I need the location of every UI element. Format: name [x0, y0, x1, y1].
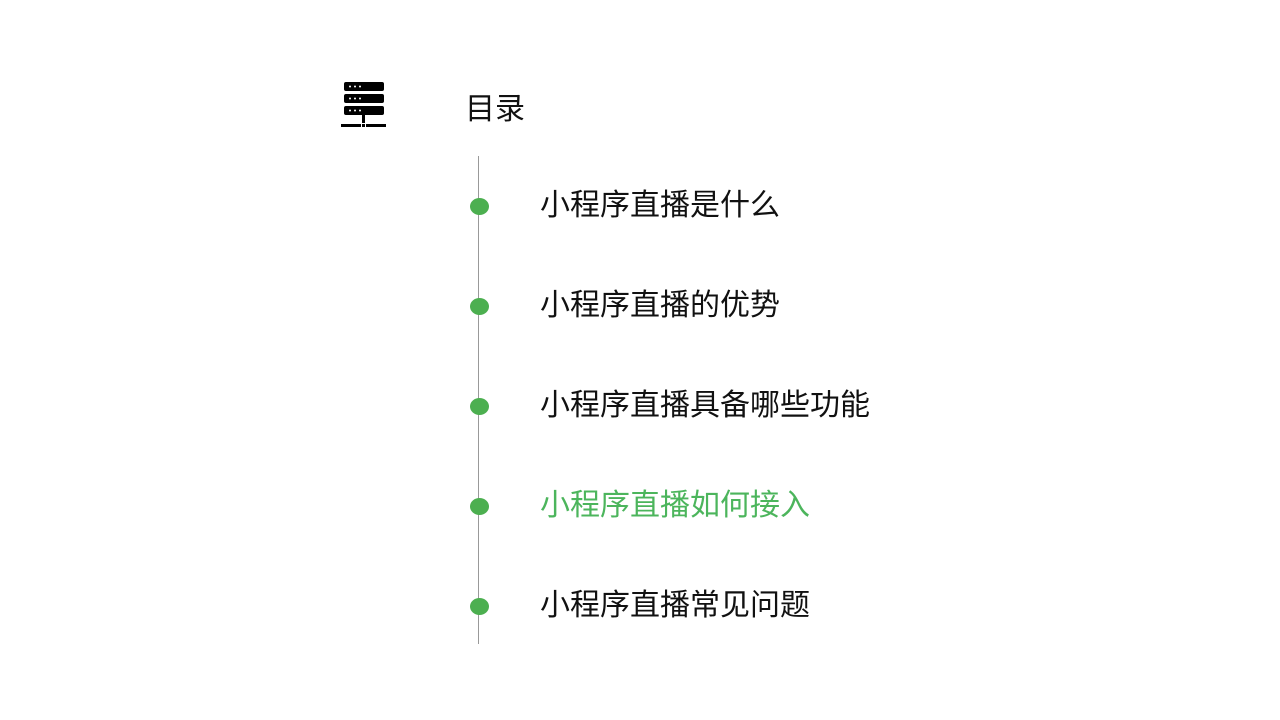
toc-item[interactable]: 小程序直播是什么 [0, 186, 1280, 226]
timeline-dot [470, 598, 489, 615]
toc-item-label: 小程序直播是什么 [540, 188, 780, 223]
toc-item[interactable]: 小程序直播常见问题 [0, 586, 1280, 626]
toc-item-label: 小程序直播具备哪些功能 [540, 388, 870, 423]
toc-item[interactable]: 小程序直播的优势 [0, 286, 1280, 326]
toc-item-label: 小程序直播的优势 [540, 288, 780, 323]
timeline-dot [470, 498, 489, 515]
toc-item-label: 小程序直播如何接入 [540, 488, 810, 523]
server-network-icon [340, 81, 386, 129]
timeline-dot [470, 298, 489, 315]
timeline-dot [470, 398, 489, 415]
toc-item[interactable]: 小程序直播如何接入 [0, 486, 1280, 526]
timeline-dot [470, 198, 489, 215]
toc-item-label: 小程序直播常见问题 [540, 588, 810, 623]
toc-item[interactable]: 小程序直播具备哪些功能 [0, 386, 1280, 426]
page-title: 目录 [465, 92, 525, 127]
